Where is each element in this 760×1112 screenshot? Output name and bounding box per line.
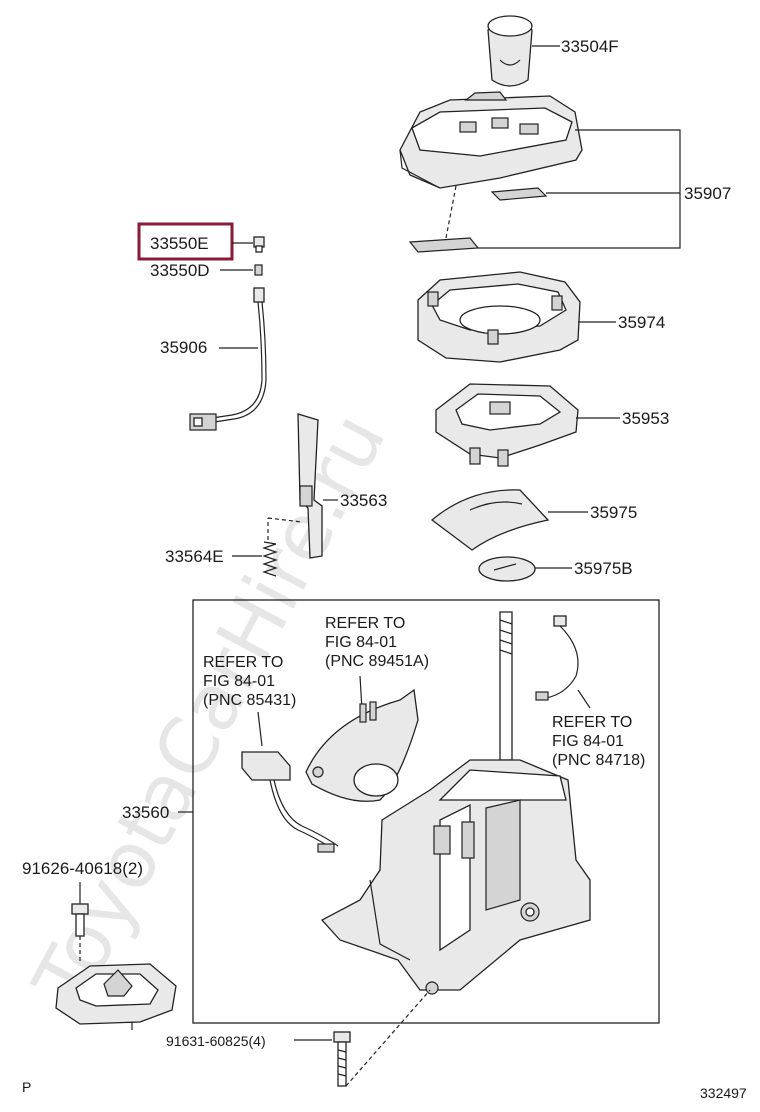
label-35975: 35975 bbox=[590, 503, 637, 522]
svg-text:(PNC 85431): (PNC 85431) bbox=[203, 692, 296, 709]
label-33563: 33563 bbox=[340, 491, 387, 510]
shift-knob-part[interactable] bbox=[487, 15, 533, 87]
shift-base-33560[interactable] bbox=[320, 759, 591, 995]
svg-text:REFER TO: REFER TO bbox=[552, 714, 632, 731]
spring-33564E bbox=[262, 541, 278, 577]
indicator-plate-part bbox=[408, 187, 548, 253]
plate-35953[interactable] bbox=[435, 383, 579, 467]
disc-35975B[interactable] bbox=[478, 556, 536, 582]
label-33550E[interactable]: 33550E bbox=[150, 234, 209, 253]
label-33564E: 33564E bbox=[165, 547, 224, 566]
wire-35906 bbox=[189, 287, 267, 431]
svg-text:REFER TO: REFER TO bbox=[203, 654, 283, 671]
connector-85431 bbox=[241, 751, 339, 853]
reference-note-89451A: REFER TO FIG 84-01 (PNC 89451A) bbox=[325, 615, 429, 670]
svg-text:FIG 84-01: FIG 84-01 bbox=[552, 733, 624, 750]
corner-p-label: P bbox=[22, 1079, 31, 1095]
label-91626: 91626-40618(2) bbox=[22, 859, 143, 878]
label-35974: 35974 bbox=[618, 313, 665, 332]
svg-text:(PNC 89451A): (PNC 89451A) bbox=[325, 653, 429, 670]
svg-text:FIG 84-01: FIG 84-01 bbox=[325, 634, 397, 651]
bolt-33550E bbox=[253, 236, 265, 253]
reference-note-84718: REFER TO FIG 84-01 (PNC 84718) bbox=[552, 714, 645, 769]
shift-boot[interactable] bbox=[55, 963, 177, 1030]
reference-note-85431: REFER TO FIG 84-01 (PNC 85431) bbox=[203, 654, 296, 709]
label-33504F: 33504F bbox=[561, 37, 619, 56]
svg-text:REFER TO: REFER TO bbox=[325, 615, 405, 632]
switch-89451A bbox=[305, 688, 419, 802]
label-33560[interactable]: 33560 bbox=[122, 803, 169, 822]
svg-text:FIG 84-01: FIG 84-01 bbox=[203, 673, 275, 690]
bolt-91631 bbox=[333, 1031, 351, 1087]
highlight-box bbox=[137, 222, 234, 261]
label-33550D[interactable]: 33550D bbox=[150, 261, 210, 280]
wire-84718 bbox=[535, 615, 579, 701]
label-35975B: 35975B bbox=[574, 559, 633, 578]
label-35953: 35953 bbox=[622, 409, 669, 428]
label-35906[interactable]: 35906 bbox=[160, 338, 207, 357]
label-91631: 91631-60825(4) bbox=[166, 1033, 266, 1049]
bracket-35974[interactable] bbox=[417, 271, 581, 363]
label-35907: 35907 bbox=[684, 184, 731, 203]
figure-number: 332497 bbox=[700, 1085, 747, 1101]
cover-35975[interactable] bbox=[430, 489, 550, 551]
clip-33550D bbox=[254, 264, 263, 276]
svg-text:(PNC 84718): (PNC 84718) bbox=[552, 752, 645, 769]
shift-housing-part[interactable] bbox=[399, 91, 583, 189]
lever-33563[interactable] bbox=[297, 413, 323, 559]
shift-rod bbox=[499, 611, 513, 761]
